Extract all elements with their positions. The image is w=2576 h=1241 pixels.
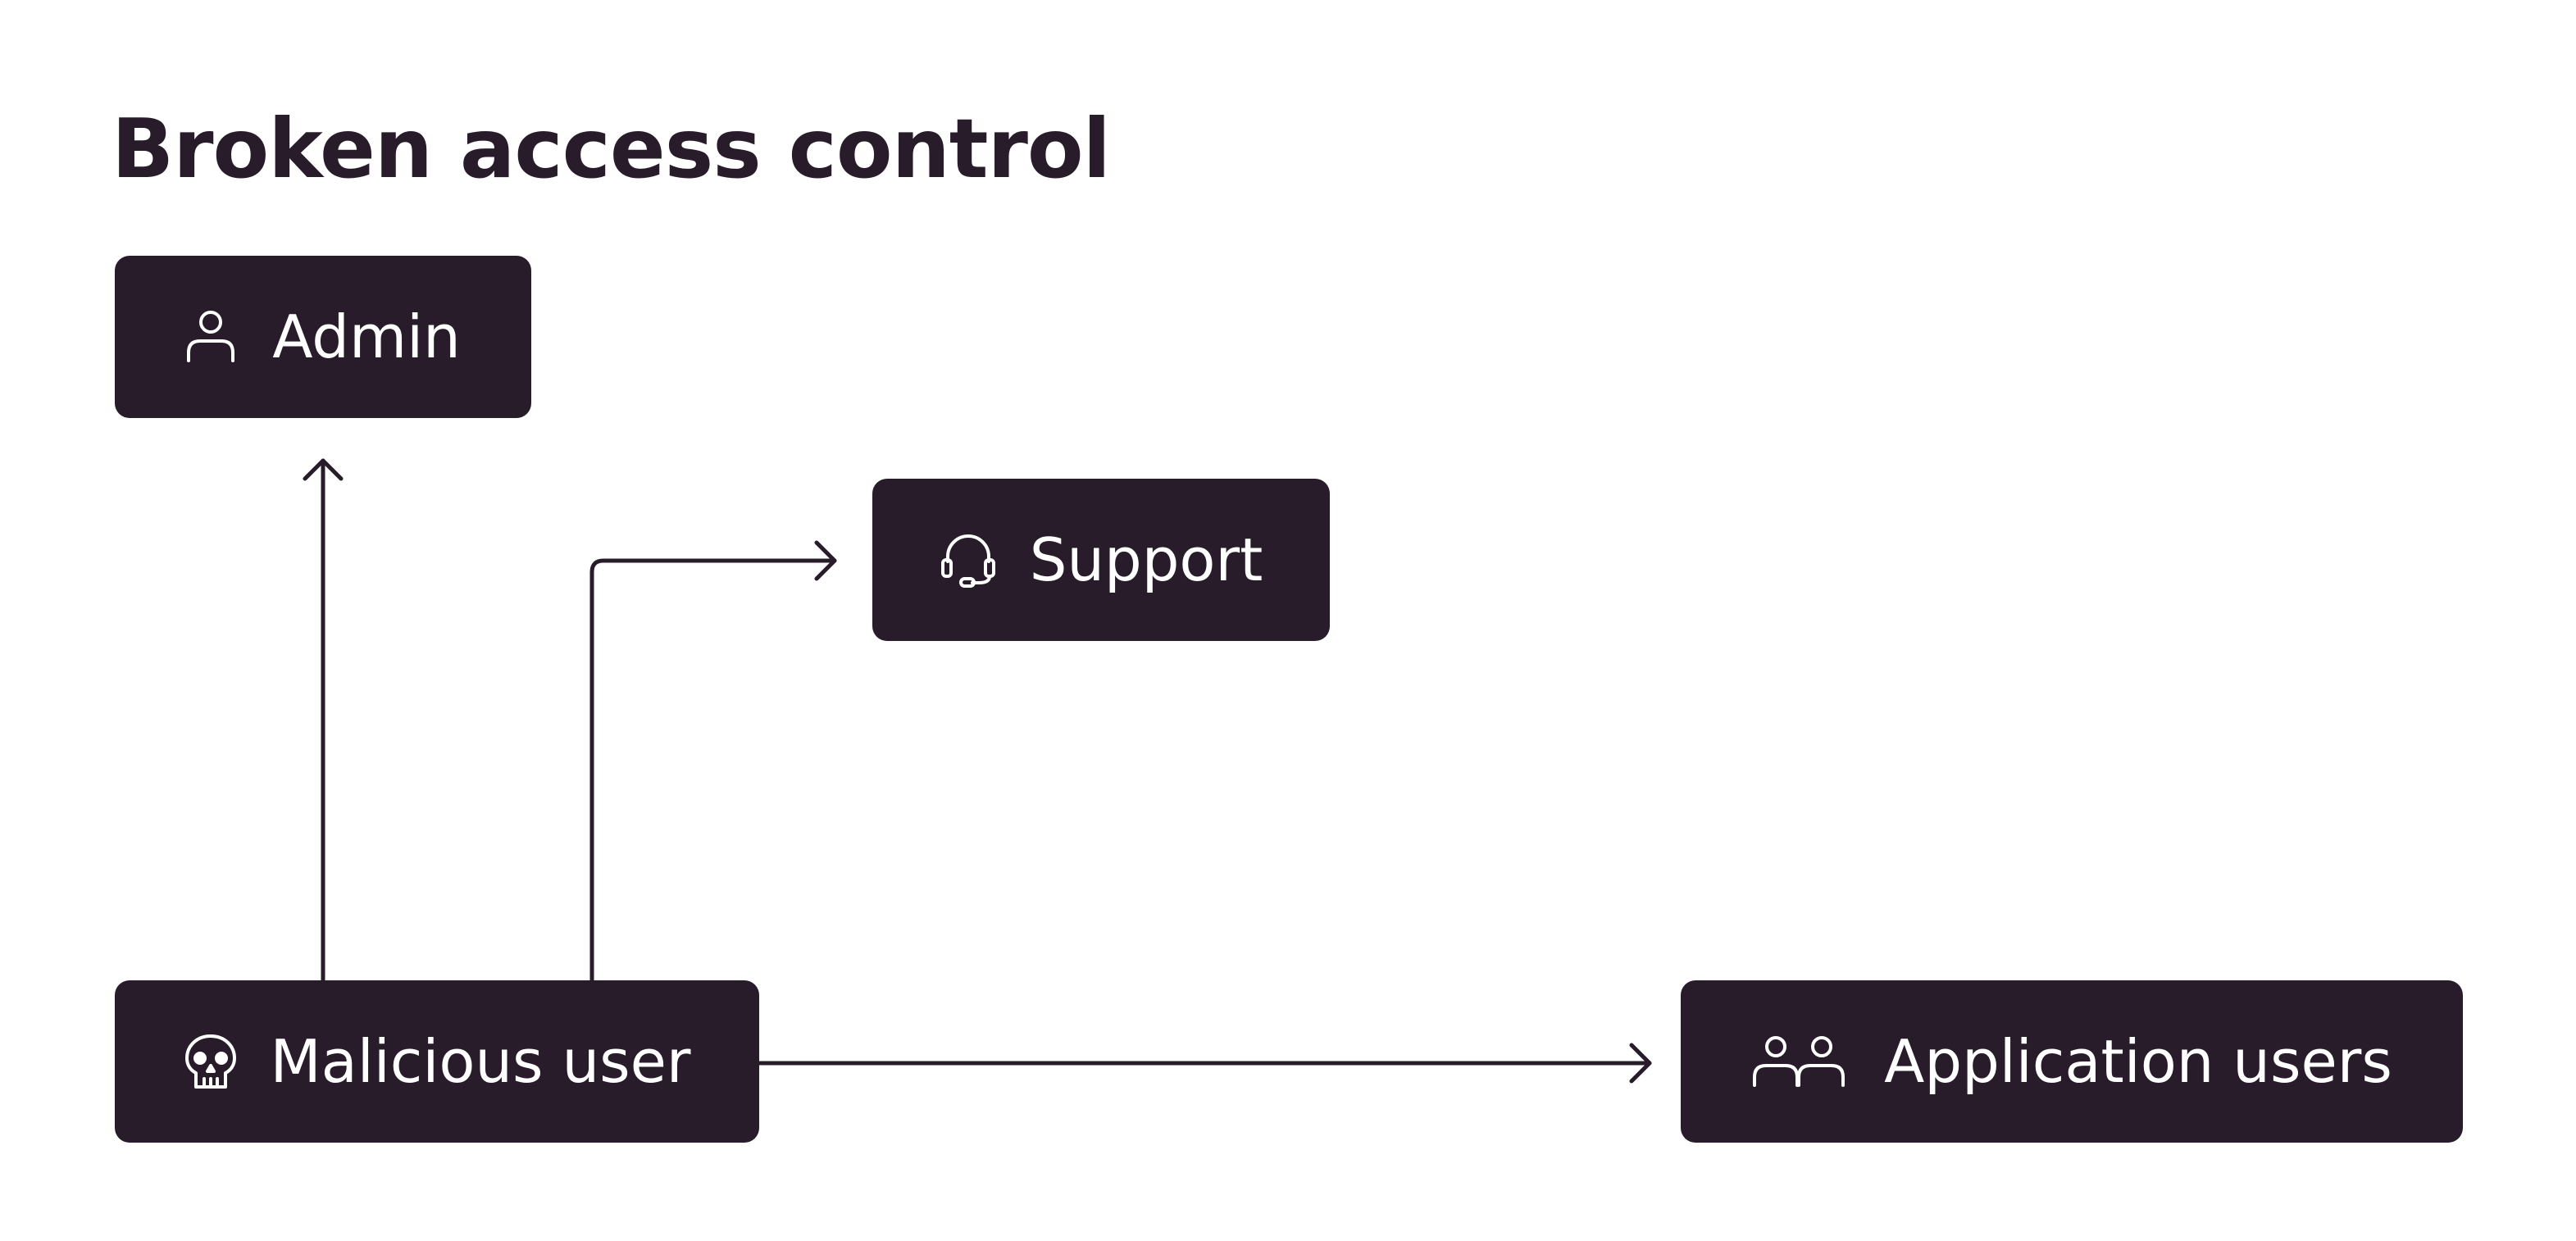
node-admin: Admin	[115, 256, 531, 418]
diagram-title: Broken access control	[112, 101, 1111, 197]
node-label: Application users	[1884, 1027, 2392, 1096]
edge-malicious-to-support	[589, 540, 837, 983]
node-appusers: Application users	[1681, 980, 2463, 1143]
users-group-icon	[1751, 1034, 1848, 1089]
user-icon	[185, 310, 236, 364]
edge-malicious-to-admin	[303, 458, 344, 983]
node-label: Support	[1029, 525, 1263, 594]
node-label: Malicious user	[270, 1027, 691, 1096]
node-malicious: Malicious user	[115, 980, 759, 1143]
skull-icon	[184, 1033, 238, 1090]
headset-icon	[940, 532, 997, 588]
node-support: Support	[872, 479, 1330, 641]
node-label: Admin	[272, 302, 461, 371]
edge-malicious-to-appusers	[757, 1043, 1652, 1084]
